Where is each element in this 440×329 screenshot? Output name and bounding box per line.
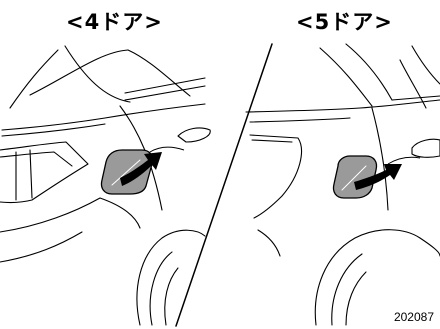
four-door-fuel-door	[101, 150, 152, 194]
figure-code: 202087	[394, 310, 434, 324]
panel-divider	[176, 44, 272, 326]
